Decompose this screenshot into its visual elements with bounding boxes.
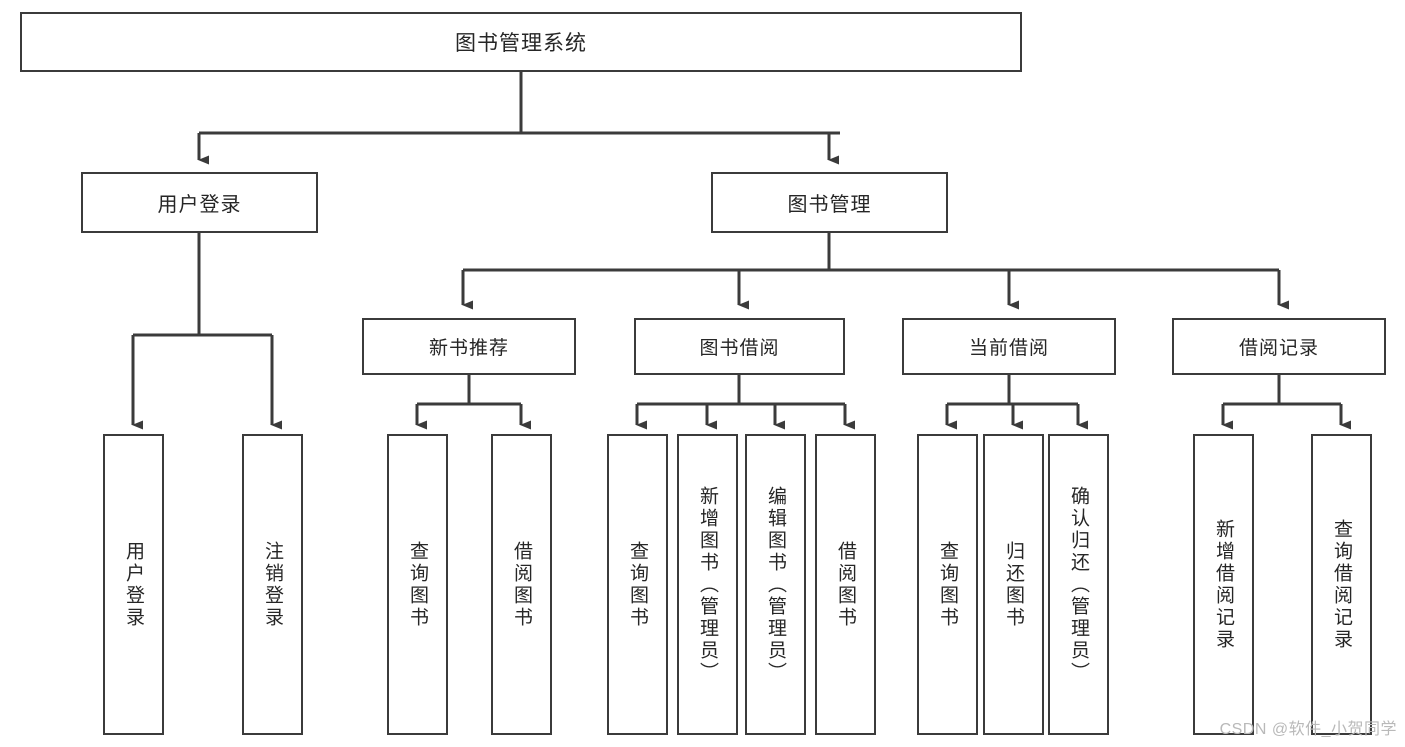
node-current-borrow[interactable]: 当前借阅 bbox=[902, 318, 1116, 375]
watermark-text: CSDN @软件_小贺同学 bbox=[1219, 721, 1397, 738]
node-root-label: 图书管理系统 bbox=[455, 32, 587, 55]
leaf-new-book-borrow-label: 借阅图书 bbox=[511, 540, 532, 629]
node-book-manage[interactable]: 图书管理 bbox=[711, 172, 948, 233]
leaf-user-login-logout[interactable]: 注销登录 bbox=[242, 434, 303, 735]
node-borrow-record[interactable]: 借阅记录 bbox=[1172, 318, 1386, 375]
node-current-borrow-label: 当前借阅 bbox=[968, 338, 1049, 359]
leaf-current-borrow-query[interactable]: 查询图书 bbox=[917, 434, 978, 735]
node-user-login[interactable]: 用户登录 bbox=[81, 172, 318, 233]
leaf-new-book-query[interactable]: 查询图书 bbox=[387, 434, 448, 735]
leaf-current-borrow-confirm-label: 确认归还（管理员） bbox=[1068, 485, 1089, 684]
node-new-book-recommend[interactable]: 新书推荐 bbox=[362, 318, 576, 375]
leaf-current-borrow-return[interactable]: 归还图书 bbox=[983, 434, 1044, 735]
node-borrow-record-label: 借阅记录 bbox=[1238, 338, 1319, 359]
leaf-user-login-login[interactable]: 用户登录 bbox=[103, 434, 164, 735]
leaf-current-borrow-return-label: 归还图书 bbox=[1003, 540, 1024, 629]
leaf-borrow-record-add[interactable]: 新增借阅记录 bbox=[1193, 434, 1254, 735]
node-new-book-recommend-label: 新书推荐 bbox=[428, 338, 509, 359]
leaf-current-borrow-confirm[interactable]: 确认归还（管理员） bbox=[1048, 434, 1109, 735]
leaf-new-book-borrow[interactable]: 借阅图书 bbox=[491, 434, 552, 735]
leaf-borrow-record-query[interactable]: 查询借阅记录 bbox=[1311, 434, 1372, 735]
leaf-book-borrow-add-label: 新增图书（管理员） bbox=[697, 485, 718, 684]
leaf-book-borrow-edit[interactable]: 编辑图书（管理员） bbox=[745, 434, 806, 735]
leaf-book-borrow-borrow-label: 借阅图书 bbox=[835, 540, 856, 629]
leaf-borrow-record-query-label: 查询借阅记录 bbox=[1331, 518, 1352, 651]
node-book-borrow[interactable]: 图书借阅 bbox=[634, 318, 845, 375]
leaf-borrow-record-add-label: 新增借阅记录 bbox=[1213, 518, 1234, 651]
leaf-user-login-login-label: 用户登录 bbox=[123, 540, 144, 629]
node-user-login-label: 用户登录 bbox=[157, 194, 242, 216]
leaf-user-login-logout-label: 注销登录 bbox=[262, 540, 283, 629]
leaf-book-borrow-query[interactable]: 查询图书 bbox=[607, 434, 668, 735]
leaf-new-book-query-label: 查询图书 bbox=[407, 540, 428, 629]
leaf-book-borrow-edit-label: 编辑图书（管理员） bbox=[765, 485, 786, 684]
node-book-borrow-label: 图书借阅 bbox=[699, 338, 780, 359]
leaf-book-borrow-query-label: 查询图书 bbox=[627, 540, 648, 629]
leaf-current-borrow-query-label: 查询图书 bbox=[937, 540, 958, 629]
leaf-book-borrow-add[interactable]: 新增图书（管理员） bbox=[677, 434, 738, 735]
node-book-manage-label: 图书管理 bbox=[787, 194, 872, 216]
node-root-system[interactable]: 图书管理系统 bbox=[20, 12, 1022, 72]
leaf-book-borrow-borrow[interactable]: 借阅图书 bbox=[815, 434, 876, 735]
